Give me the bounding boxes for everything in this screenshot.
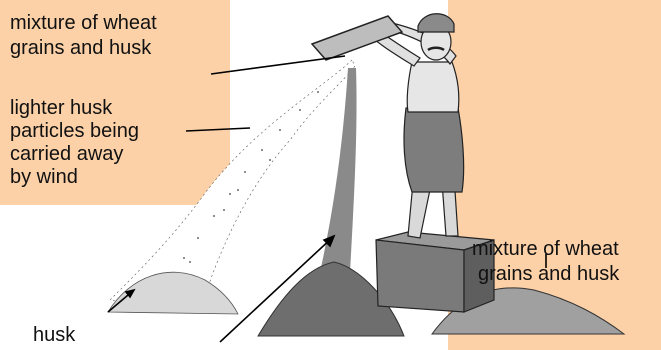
man-dhoti	[404, 108, 464, 192]
man-torso	[407, 62, 459, 112]
mixture-pile-label-line1: mixture of wheat	[472, 238, 619, 260]
husk-pile-label: husk	[33, 324, 75, 346]
husk-stream-label-line1: lighter husk	[10, 97, 112, 119]
husk-stream-label-line3: carried away	[10, 143, 123, 165]
husk-stream-label-line4: by wind	[10, 166, 78, 188]
mixture-label-top-line2: grains and husk	[10, 37, 151, 59]
wooden-box-front	[376, 240, 464, 312]
man-turban	[418, 14, 454, 32]
mixture-pile-label-line2: grains and husk	[478, 263, 619, 285]
man-figure	[366, 14, 464, 238]
husk-stream-label-line2: particles being	[10, 120, 139, 142]
mixture-label-top-line1: mixture of wheat	[10, 12, 157, 34]
